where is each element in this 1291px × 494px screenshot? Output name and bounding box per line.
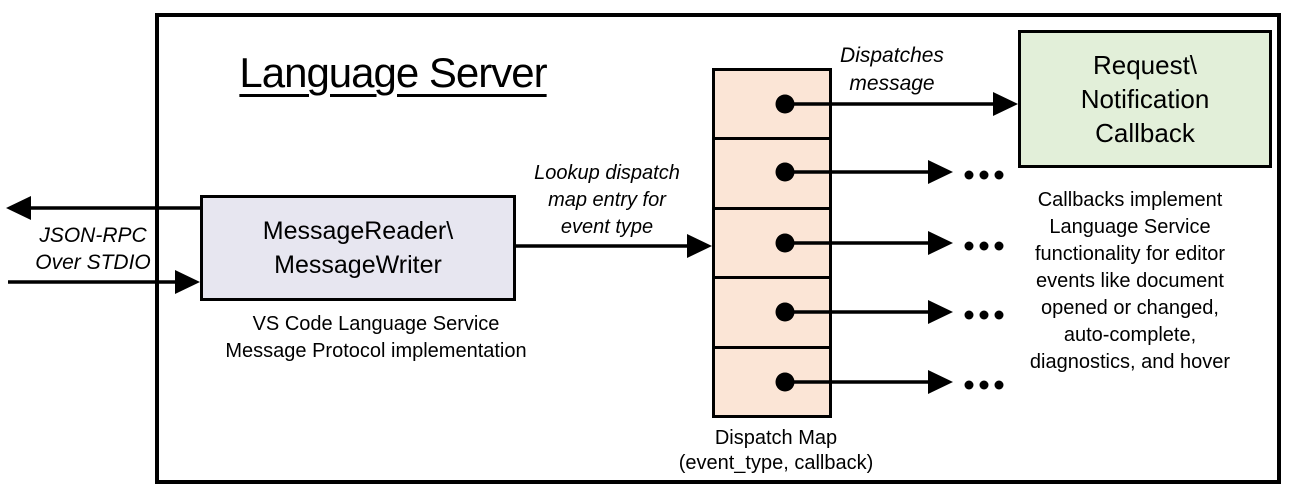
callback-label-line1: Request\	[1092, 50, 1198, 80]
dispatch-map-cell	[715, 209, 829, 280]
reader-caption-line1: VS Code Language Service	[252, 313, 500, 335]
callback-caption-line2: Language Service	[1049, 216, 1211, 238]
callback-caption-line1: Callbacks implement	[1037, 189, 1223, 211]
dispatches-message-label-line1: Dispatches	[840, 44, 944, 67]
dispatch-map-node	[712, 68, 832, 418]
dispatch-map-caption-line1: Dispatch Map	[714, 427, 838, 449]
callback-label-line2: Notification	[1080, 84, 1210, 114]
reader-caption-line2: Message Protocol implementation	[225, 340, 527, 362]
dispatch-map-caption: Dispatch Map (event_type, callback)	[676, 426, 876, 476]
language-server-boundary-box	[155, 13, 1281, 484]
callback-caption-line4: events like document	[1036, 270, 1224, 292]
lookup-dispatch-label-line1: Lookup dispatch	[534, 162, 680, 184]
callback-caption-line5: opened or changed,	[1041, 297, 1219, 319]
message-reader-label: MessageReader\	[262, 217, 454, 245]
diagram-title: Language Server	[239, 49, 547, 96]
reader-caption: VS Code Language Service Message Protoco…	[190, 311, 562, 365]
request-notification-callback-node: Request\ Notification Callback	[1018, 30, 1272, 168]
io-protocol-label-line1: JSON-RPC	[39, 224, 147, 247]
lookup-dispatch-label-line2: map entry for	[548, 189, 666, 211]
io-protocol-label-line2: Over STDIO	[35, 251, 151, 274]
dispatches-message-label-line2: message	[849, 72, 935, 95]
dispatch-map-cell	[715, 140, 829, 210]
message-writer-label: MessageWriter	[274, 251, 442, 279]
callback-caption-line6: auto-complete,	[1063, 324, 1197, 346]
dispatch-map-cell	[715, 279, 829, 349]
dispatch-map-caption-line2: (event_type, callback)	[678, 452, 874, 474]
dispatch-map-cell	[715, 71, 829, 141]
io-protocol-label: JSON-RPC Over STDIO	[12, 222, 174, 276]
stdio-out-arrow-head	[6, 196, 31, 220]
callback-label-line3: Callback	[1095, 118, 1195, 148]
callback-caption-line3: functionality for editor	[1034, 243, 1226, 265]
dispatch-map-cell	[715, 348, 829, 416]
dispatches-message-label: Dispatches message	[822, 42, 962, 98]
lookup-dispatch-label: Lookup dispatch map entry for event type	[507, 160, 707, 241]
callback-caption: Callbacks implement Language Service fun…	[994, 187, 1266, 376]
lookup-dispatch-label-line3: event type	[560, 216, 654, 238]
callback-caption-line7: diagnostics, and hover	[1029, 351, 1231, 373]
message-reader-writer-node: MessageReader\ MessageWriter	[200, 195, 516, 301]
